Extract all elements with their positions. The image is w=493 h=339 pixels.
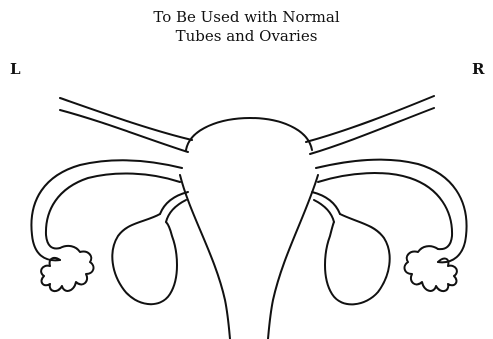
uterus-fundus — [186, 118, 312, 150]
left-round-ligament-lower — [60, 110, 188, 152]
right-ovarian-ligament — [312, 192, 340, 214]
round-ligaments — [60, 96, 434, 154]
left-ovarian-ligament — [160, 192, 188, 214]
left-fimbriae — [41, 246, 93, 291]
right-round-ligament-lower — [310, 108, 434, 154]
uterus-right-wall — [268, 175, 318, 339]
right-ovary-outline — [325, 214, 390, 304]
left-tube-lower — [46, 173, 180, 248]
left-ovarian-ligament-2 — [166, 200, 186, 222]
right-fallopian-tube — [316, 160, 467, 291]
right-ovary — [312, 192, 390, 304]
left-fallopian-tube — [31, 160, 182, 291]
uterus-left-wall — [180, 175, 230, 339]
right-round-ligament — [306, 96, 434, 142]
left-ovary — [112, 192, 188, 304]
left-ovary-outline — [112, 214, 177, 304]
right-ovarian-ligament-2 — [314, 200, 334, 222]
left-round-ligament — [60, 98, 192, 140]
right-fimbriae — [405, 246, 457, 291]
uterus — [180, 118, 318, 339]
